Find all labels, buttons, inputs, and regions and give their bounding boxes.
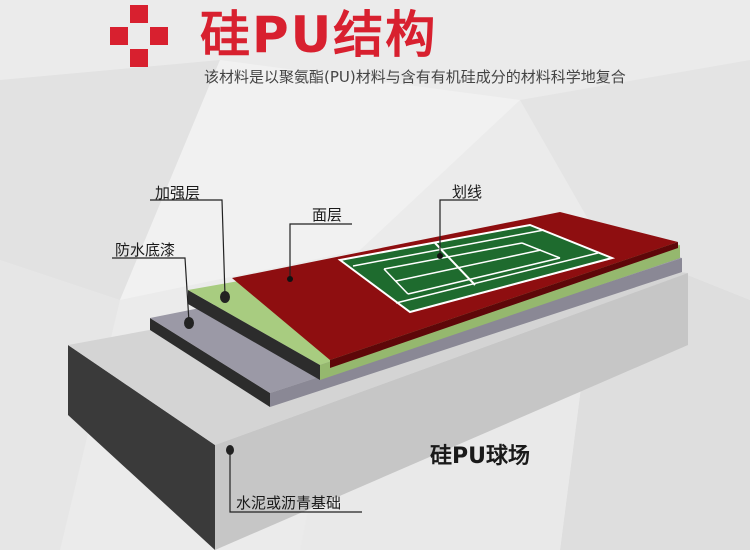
- label-waterproof-primer: 防水底漆: [115, 241, 176, 259]
- callout-base: [226, 445, 362, 513]
- tennis-court: [337, 223, 616, 314]
- callout-primer: [112, 257, 194, 329]
- primer-layer-front: [150, 318, 270, 407]
- label-reinforcement: 加强层: [155, 184, 201, 202]
- page-title: 硅PU结构: [200, 6, 438, 64]
- surface-layer-side: [330, 242, 678, 368]
- callout-surface: [287, 223, 352, 282]
- page-subtitle: 该材料是以聚氨酯(PU)材料与含有有机硅成分的材料科学地复合: [204, 68, 626, 86]
- reinforcement-layer-side: [320, 245, 680, 380]
- reinforcement-layer-front: [188, 290, 320, 380]
- label-line-marking: 划线: [452, 183, 483, 201]
- base-layer-front: [68, 345, 215, 550]
- primer-layer-side: [270, 258, 682, 407]
- logo-squares-icon: [110, 5, 168, 67]
- label-base: 水泥或沥青基础: [236, 494, 342, 512]
- base-layer-side: [215, 273, 688, 550]
- court-name: 硅PU球场: [430, 444, 530, 469]
- callout-line-marking: [437, 199, 478, 259]
- label-surface: 面层: [312, 206, 343, 224]
- callout-reinforcement: [150, 199, 230, 303]
